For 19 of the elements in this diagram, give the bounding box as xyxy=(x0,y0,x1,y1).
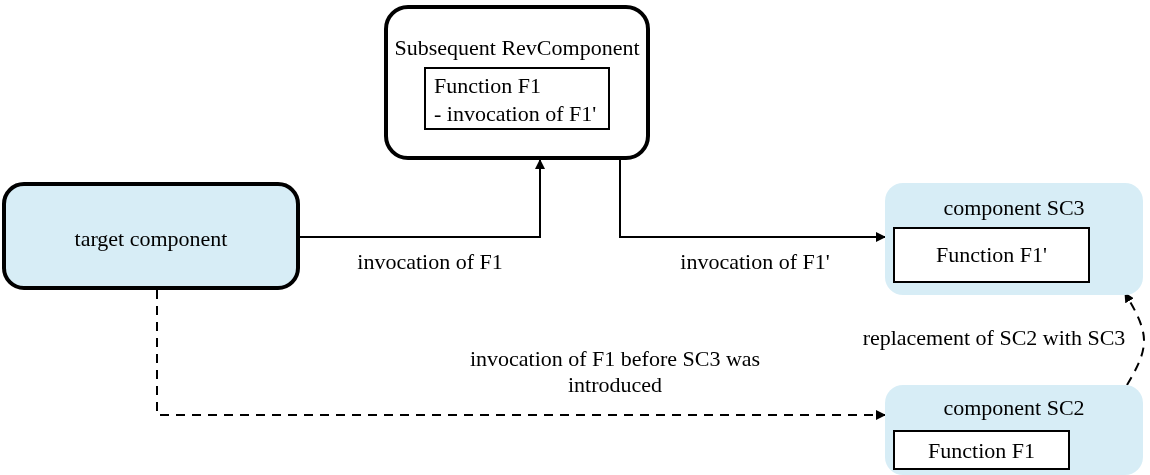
arrow xyxy=(1124,292,1145,386)
function-box xyxy=(893,430,1070,470)
function-box xyxy=(893,227,1090,283)
arrow xyxy=(619,159,886,242)
component-box xyxy=(384,5,650,160)
arrow xyxy=(156,289,886,420)
arrow xyxy=(299,159,545,238)
function-box xyxy=(424,67,610,130)
component-title: target component xyxy=(73,226,229,252)
component-title: component SC3 xyxy=(942,195,1086,221)
function-label: Function F1 xyxy=(433,73,542,99)
function-label: Function F1 xyxy=(927,438,1036,464)
component-panel xyxy=(885,385,1143,475)
function-label: Function F1' xyxy=(935,242,1048,268)
component-title: Subsequent RevComponent xyxy=(393,35,641,61)
component-box xyxy=(2,182,300,290)
function-note: - invocation of F1' xyxy=(433,101,598,127)
component-panel xyxy=(885,183,1143,295)
component-title: component SC2 xyxy=(942,395,1086,421)
